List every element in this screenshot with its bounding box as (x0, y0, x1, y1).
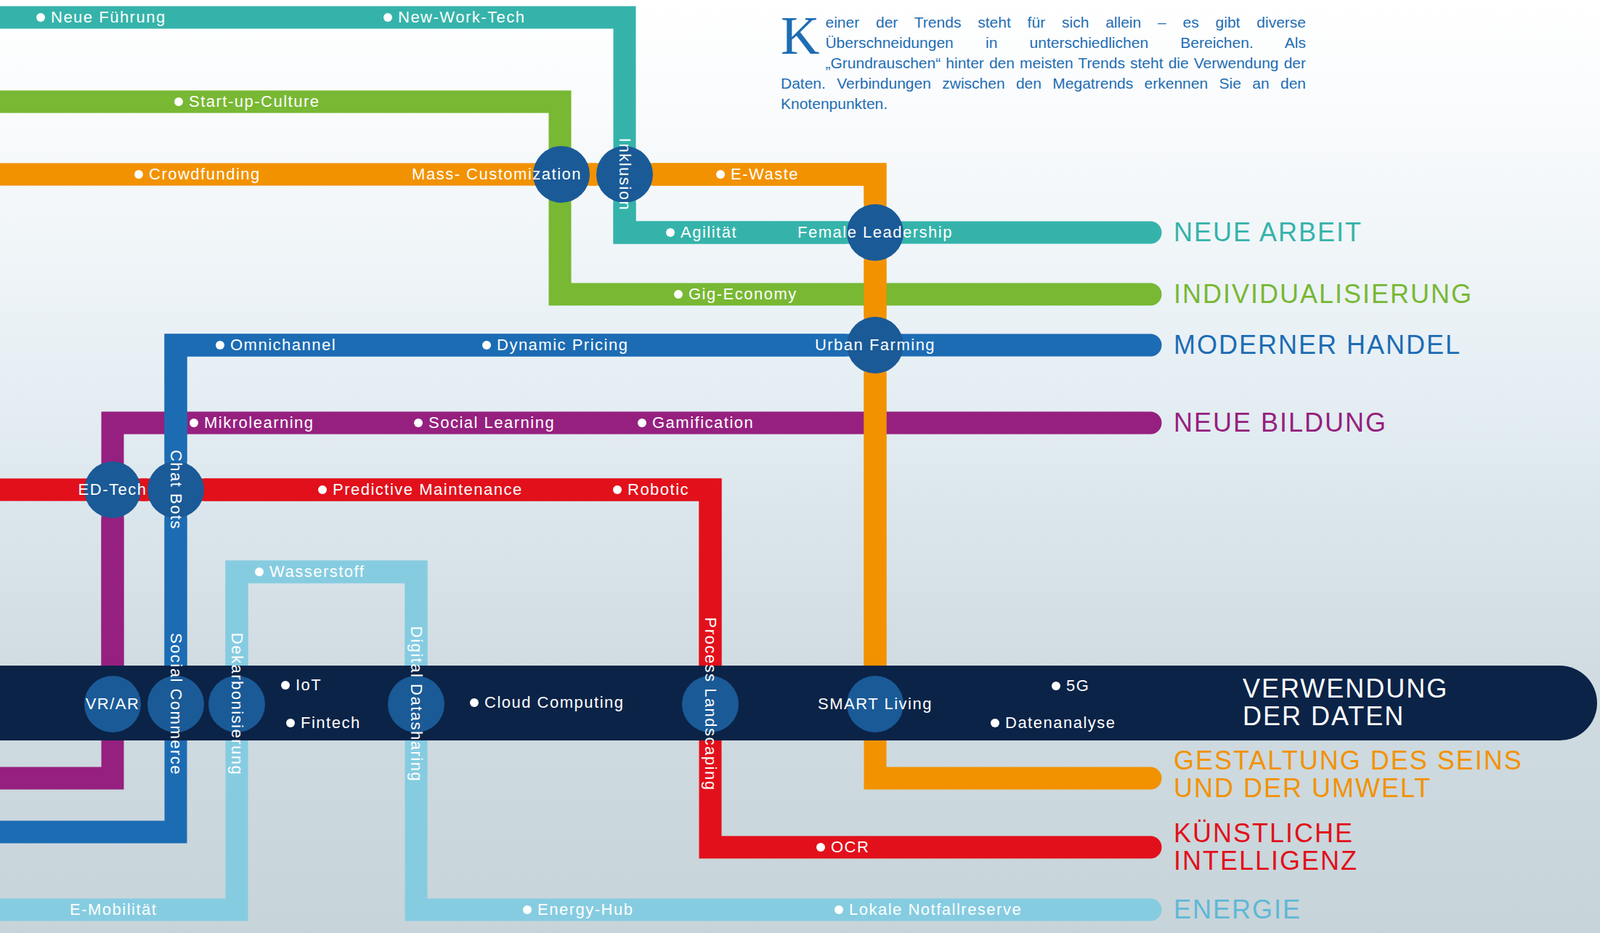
station-dot (637, 418, 647, 428)
station-label: Neue Führung (50, 9, 167, 26)
line-name: KÜNSTLICHE INTELLIGENZ (1173, 819, 1414, 875)
station-label: Wasserstoff (269, 563, 365, 580)
station-label: Fintech (300, 714, 361, 731)
metro-connector (589, 163, 597, 186)
interchange-circle: Social Commerce (147, 675, 205, 733)
interchange-circle: ED-Tech (84, 461, 141, 518)
station-dot (1051, 681, 1061, 690)
station-dot (286, 718, 295, 728)
station-dot (673, 289, 683, 299)
interchange-circle: Urban Farming (846, 316, 904, 374)
interchange-circle: Dekarbonisierung (208, 675, 266, 733)
station-label: Datenanalyse (1005, 714, 1117, 731)
station-name: Social Commerce (167, 632, 184, 775)
interchange-circle: Mass- Customization (533, 145, 590, 203)
retail-line (0, 344, 1151, 832)
line-name: INDIVIDUALISIERUNG (1173, 280, 1473, 308)
station-name: Digital Datasharing (408, 626, 425, 782)
metro-connector (204, 489, 711, 676)
station-label: Omnichannel (230, 336, 337, 353)
station-dot (318, 485, 327, 494)
station-label: Lokale Notfallreserve (849, 901, 1022, 918)
interchange-circle: Chat Bots (147, 461, 205, 518)
interchange-circle: Digital Datasharing (387, 675, 445, 733)
station-label: Gig-Economy (688, 286, 798, 303)
station-dot (469, 697, 479, 707)
line-name: NEUE BILDUNG (1173, 408, 1388, 437)
station-name: ED-Tech (78, 481, 148, 498)
station-dot (522, 904, 532, 914)
station-label: E-Waste (730, 166, 799, 183)
station-dot (716, 169, 725, 179)
station-name: VR/AR (85, 695, 141, 712)
line-name: ENERGIE (1173, 895, 1302, 924)
interchange-circle: SMART Living (846, 675, 904, 733)
station-label: Gamification (652, 414, 754, 431)
station-dot (254, 567, 264, 576)
station-label: Cloud Computing (484, 694, 624, 711)
individualisation-line (0, 101, 1151, 295)
station-label: Agilität (680, 224, 738, 241)
station-label: 5G (1066, 677, 1090, 694)
station-dot (36, 13, 46, 22)
station-label: IoT (295, 676, 322, 693)
metro-connector (864, 373, 887, 676)
station-dot (174, 97, 184, 107)
station-label: Mikrolearning (204, 414, 315, 431)
metro-connector (236, 571, 417, 676)
line-name: MODERNER HANDEL (1173, 331, 1462, 359)
station-label: Energy-Hub (537, 901, 634, 918)
station-label: Social Learning (428, 414, 555, 431)
interchange-circle: Process Landscaping (681, 675, 739, 733)
station-dot (834, 904, 844, 914)
interchange-circle: VR/AR (84, 675, 141, 733)
intro-text: Keiner der Trends steht für sich allein … (780, 12, 1306, 115)
station-label: OCR (830, 838, 870, 855)
station-name: Urban Farming (814, 336, 936, 353)
station-dot (816, 842, 826, 852)
station-dot (666, 228, 675, 237)
station-dot (612, 485, 622, 494)
interchange-circle: Female Leadership (846, 204, 904, 261)
station-name: Dekarbonisierung (228, 632, 245, 775)
station-name: Inklusion (616, 137, 633, 211)
metro-connector (175, 344, 847, 462)
station-name: Female Leadership (797, 224, 953, 241)
station-label: Start-up-Culture (188, 93, 321, 110)
station-dot (383, 13, 393, 22)
metro-connector (101, 517, 125, 676)
station-label: E-Mobilität (69, 901, 157, 918)
station-label: Dynamic Pricing (496, 336, 629, 353)
metro-connector (864, 260, 887, 317)
band-title: VERWENDUNG DER DATEN (1242, 674, 1490, 732)
station-label: New-Work-Tech (398, 9, 526, 26)
station-name: Process Landscaping (702, 617, 719, 791)
station-dot (134, 169, 144, 179)
station-label: Predictive Maintenance (332, 481, 523, 498)
station-dot (413, 418, 423, 428)
station-dot (215, 340, 225, 350)
station-dot (990, 718, 1000, 728)
station-label: Robotic (627, 481, 690, 498)
interchange-circle: Inklusion (596, 145, 653, 203)
station-dot (281, 680, 290, 690)
data-band: VERWENDUNG DER DATEN VR/AR Social Commerce… (0, 665, 1598, 741)
line-name: NEUE ARBEIT (1173, 218, 1363, 247)
line-name: GESTALTUNG DES SEINS UND DER UMWELT (1173, 746, 1566, 802)
station-label: Crowdfunding (148, 166, 261, 183)
station-name: SMART Living (817, 695, 933, 712)
station-name: Chat Bots (167, 449, 184, 530)
station-dot (189, 418, 199, 428)
station-dot (482, 340, 491, 350)
station-name: Mass- Customization (411, 166, 582, 183)
